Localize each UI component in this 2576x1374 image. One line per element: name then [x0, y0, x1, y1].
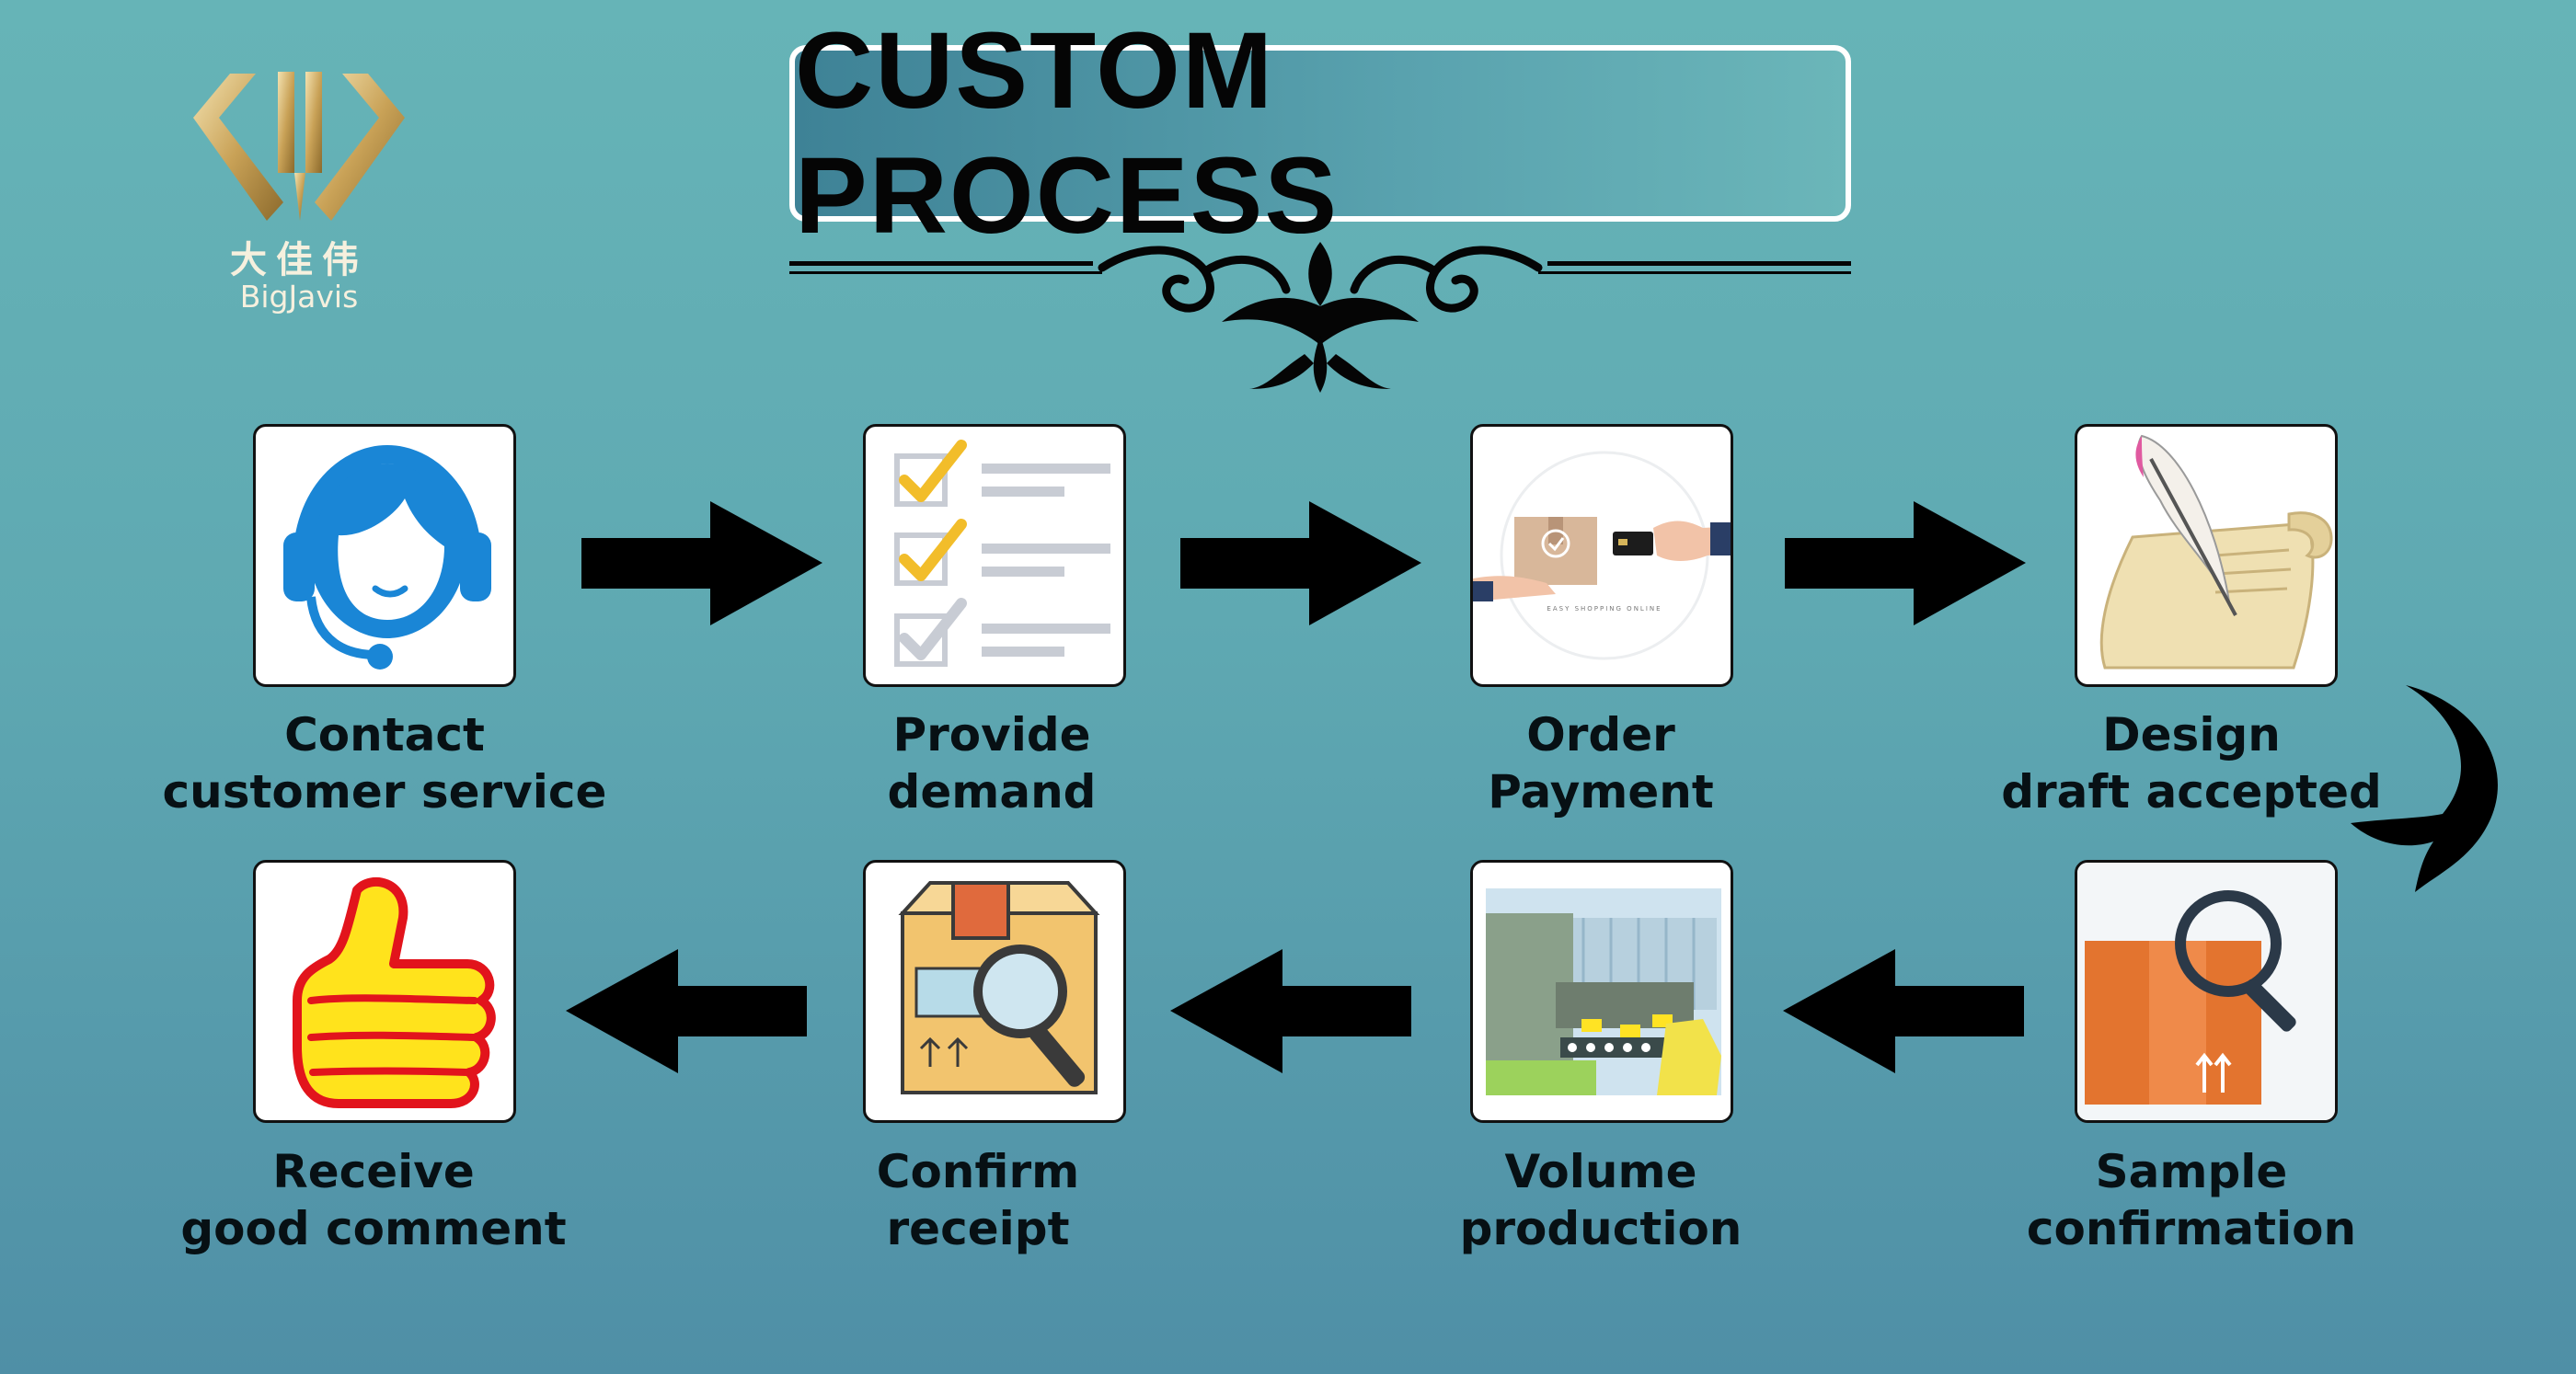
flow-arrow-right [1180, 501, 1421, 625]
step-label-design: Design draft accepted [2001, 708, 2382, 819]
step-tile-sample [2075, 860, 2338, 1123]
step-label-order: Order Payment [1488, 708, 1714, 819]
quill-contract-icon [2099, 434, 2333, 670]
flow-arrow-left [1783, 949, 2024, 1073]
brand-logo: 大佳伟 BigJavis [175, 64, 423, 322]
flow-arrow-right [1785, 501, 2026, 625]
page-title: CUSTOM PROCESS [795, 10, 1340, 257]
checklist-icon [894, 440, 1110, 667]
step-tile-receive [253, 860, 516, 1123]
factory-line-icon [1473, 863, 1731, 1120]
step-tile-volume [1470, 860, 1733, 1123]
flow-arrow-turn [2351, 685, 2498, 892]
card-payment-icon: EASY SHOPPING ONLINE [1473, 451, 1731, 660]
step-label-sample: Sample confirmation [2026, 1145, 2357, 1255]
title-banner: CUSTOM PROCESS [789, 10, 1851, 257]
brand-chinese-name: 大佳伟 [230, 239, 368, 281]
headset-agent-icon [283, 444, 491, 670]
step-tile-contact [253, 424, 516, 687]
package-inspect-icon [898, 881, 1100, 1094]
flow-arrow-left [566, 949, 807, 1073]
flow-arrow-left [1170, 949, 1411, 1073]
flow-arrow-right [581, 501, 822, 625]
brand-emblem-icon [193, 72, 405, 221]
step-label-confirm: Confirm receipt [876, 1145, 1080, 1255]
step-tile-design [2075, 424, 2338, 687]
step-label-receive: Receive good comment [180, 1145, 567, 1255]
brand-english-name: BigJavis [239, 279, 359, 315]
step-tile-order: EASY SHOPPING ONLINE [1470, 424, 1733, 687]
ornament-divider-icon [789, 242, 1851, 393]
thumbs-up-icon [293, 876, 496, 1108]
step-label-volume: Volume production [1459, 1145, 1742, 1255]
step-label-contact: Contact customer service [162, 708, 607, 819]
step-tile-confirm [863, 860, 1126, 1123]
box-magnifier-icon [2077, 863, 2335, 1120]
step-label-provide: Provide demand [887, 708, 1097, 819]
payment-caption: EASY SHOPPING ONLINE [1547, 605, 1662, 613]
step-tile-provide [863, 424, 1126, 687]
